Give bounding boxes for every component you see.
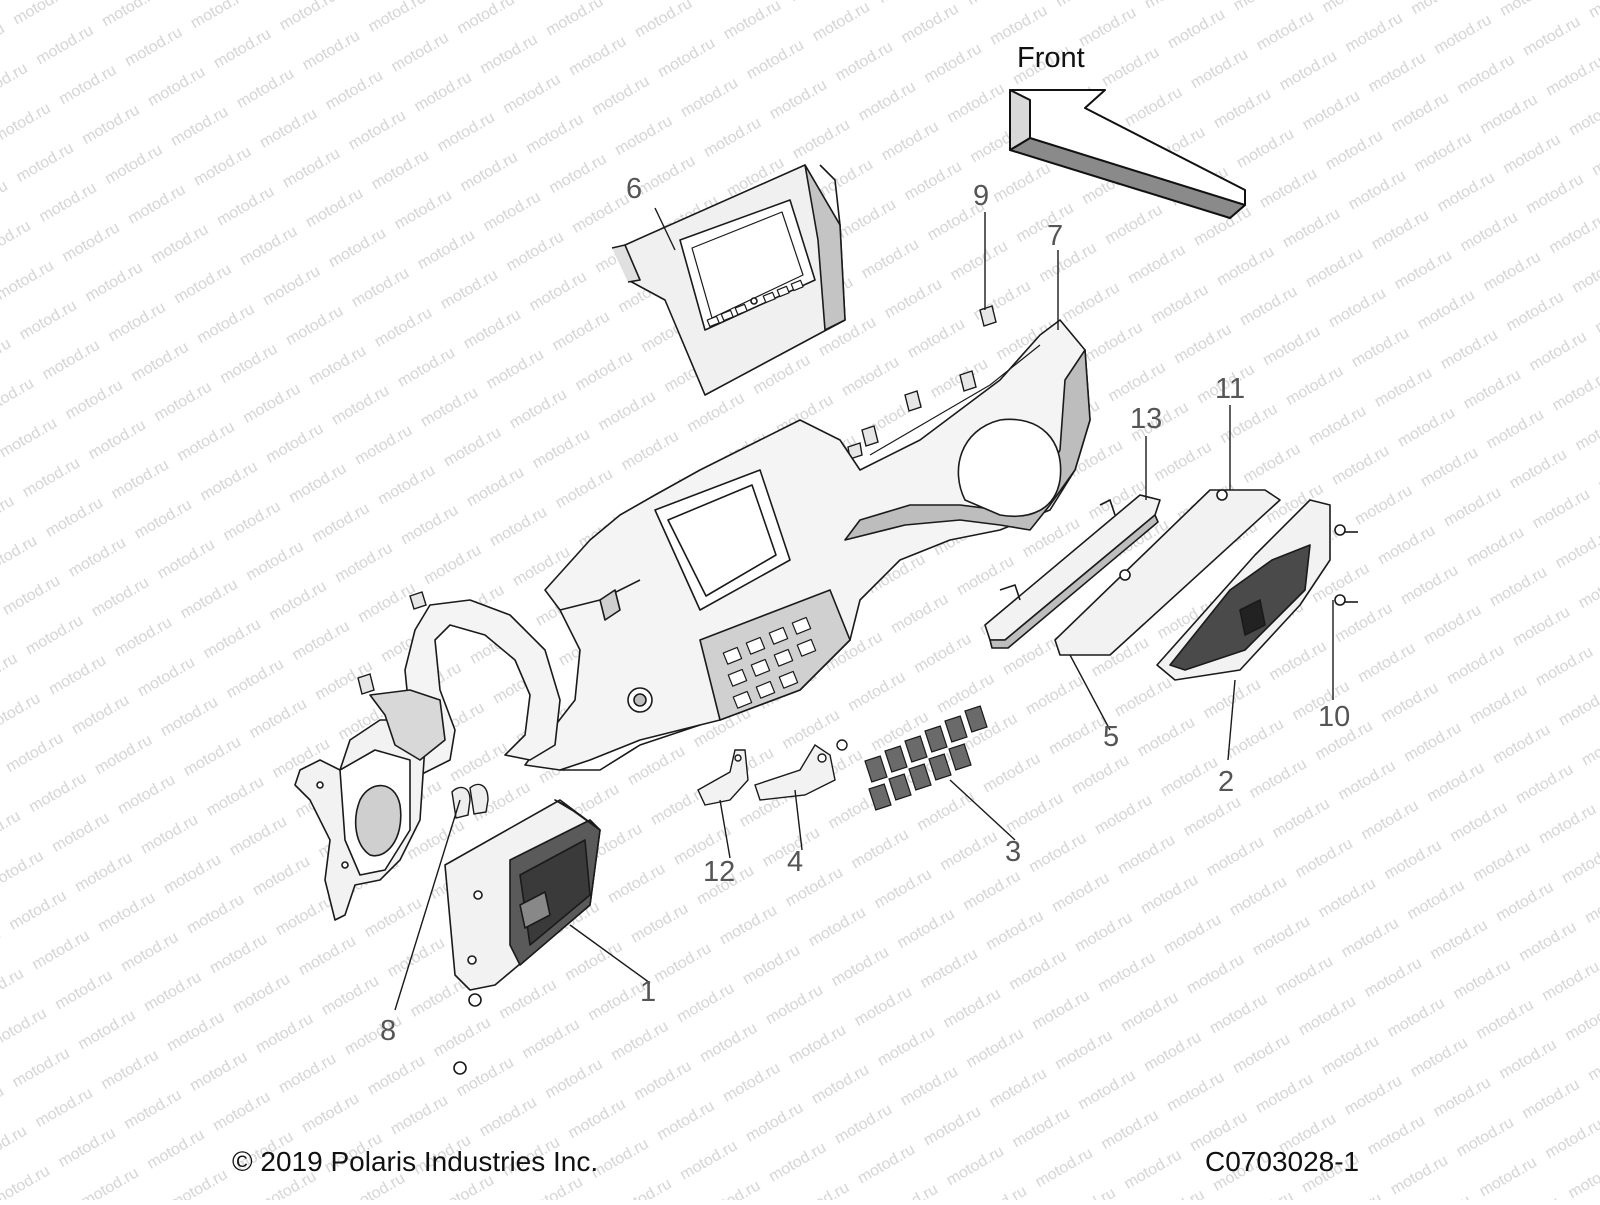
callout-2: 2 bbox=[1218, 766, 1235, 798]
part-6-display-bezel bbox=[611, 164, 846, 396]
callout-1: 1 bbox=[640, 976, 657, 1008]
part-7-dash-main bbox=[524, 319, 1091, 771]
callout-9: 9 bbox=[973, 180, 990, 212]
part-2-right-lower-panel bbox=[1156, 499, 1358, 681]
leader-lines bbox=[394, 207, 1334, 1011]
callout-5: 5 bbox=[1103, 721, 1120, 753]
callout-6: 6 bbox=[626, 173, 643, 205]
leader-1 bbox=[569, 924, 651, 984]
leader-5 bbox=[1069, 654, 1111, 731]
leader-12 bbox=[719, 799, 731, 859]
callout-12: 12 bbox=[703, 856, 736, 888]
part-12-bracket bbox=[697, 749, 749, 806]
callout-4: 4 bbox=[787, 846, 804, 878]
part-7-left-bracket bbox=[294, 599, 561, 921]
copyright-text: © 2019 Polaris Industries Inc. bbox=[232, 1146, 599, 1177]
part-5-bracket bbox=[1054, 489, 1281, 656]
part-3-vents bbox=[864, 705, 988, 811]
figure-code: C0703028-1 bbox=[1205, 1146, 1360, 1177]
leader-8 bbox=[394, 799, 461, 1011]
callout-8: 8 bbox=[380, 1015, 397, 1047]
front-direction-label: Front bbox=[1017, 42, 1085, 74]
part-9-clips bbox=[357, 305, 997, 695]
leader-2 bbox=[1227, 679, 1236, 761]
callout-3: 3 bbox=[1005, 836, 1022, 868]
leader-4 bbox=[794, 789, 803, 851]
callout-7: 7 bbox=[1047, 220, 1064, 252]
leader-3 bbox=[949, 779, 1016, 841]
callout-11: 11 bbox=[1215, 373, 1246, 405]
part-13-bracket bbox=[984, 494, 1161, 649]
front-arrow bbox=[1009, 89, 1246, 219]
callout-13: 13 bbox=[1130, 403, 1163, 435]
part-4-bracket bbox=[754, 739, 848, 801]
callout-10: 10 bbox=[1318, 701, 1351, 733]
leader-6 bbox=[654, 207, 676, 251]
part-1-left-lower-panel bbox=[444, 799, 601, 1075]
